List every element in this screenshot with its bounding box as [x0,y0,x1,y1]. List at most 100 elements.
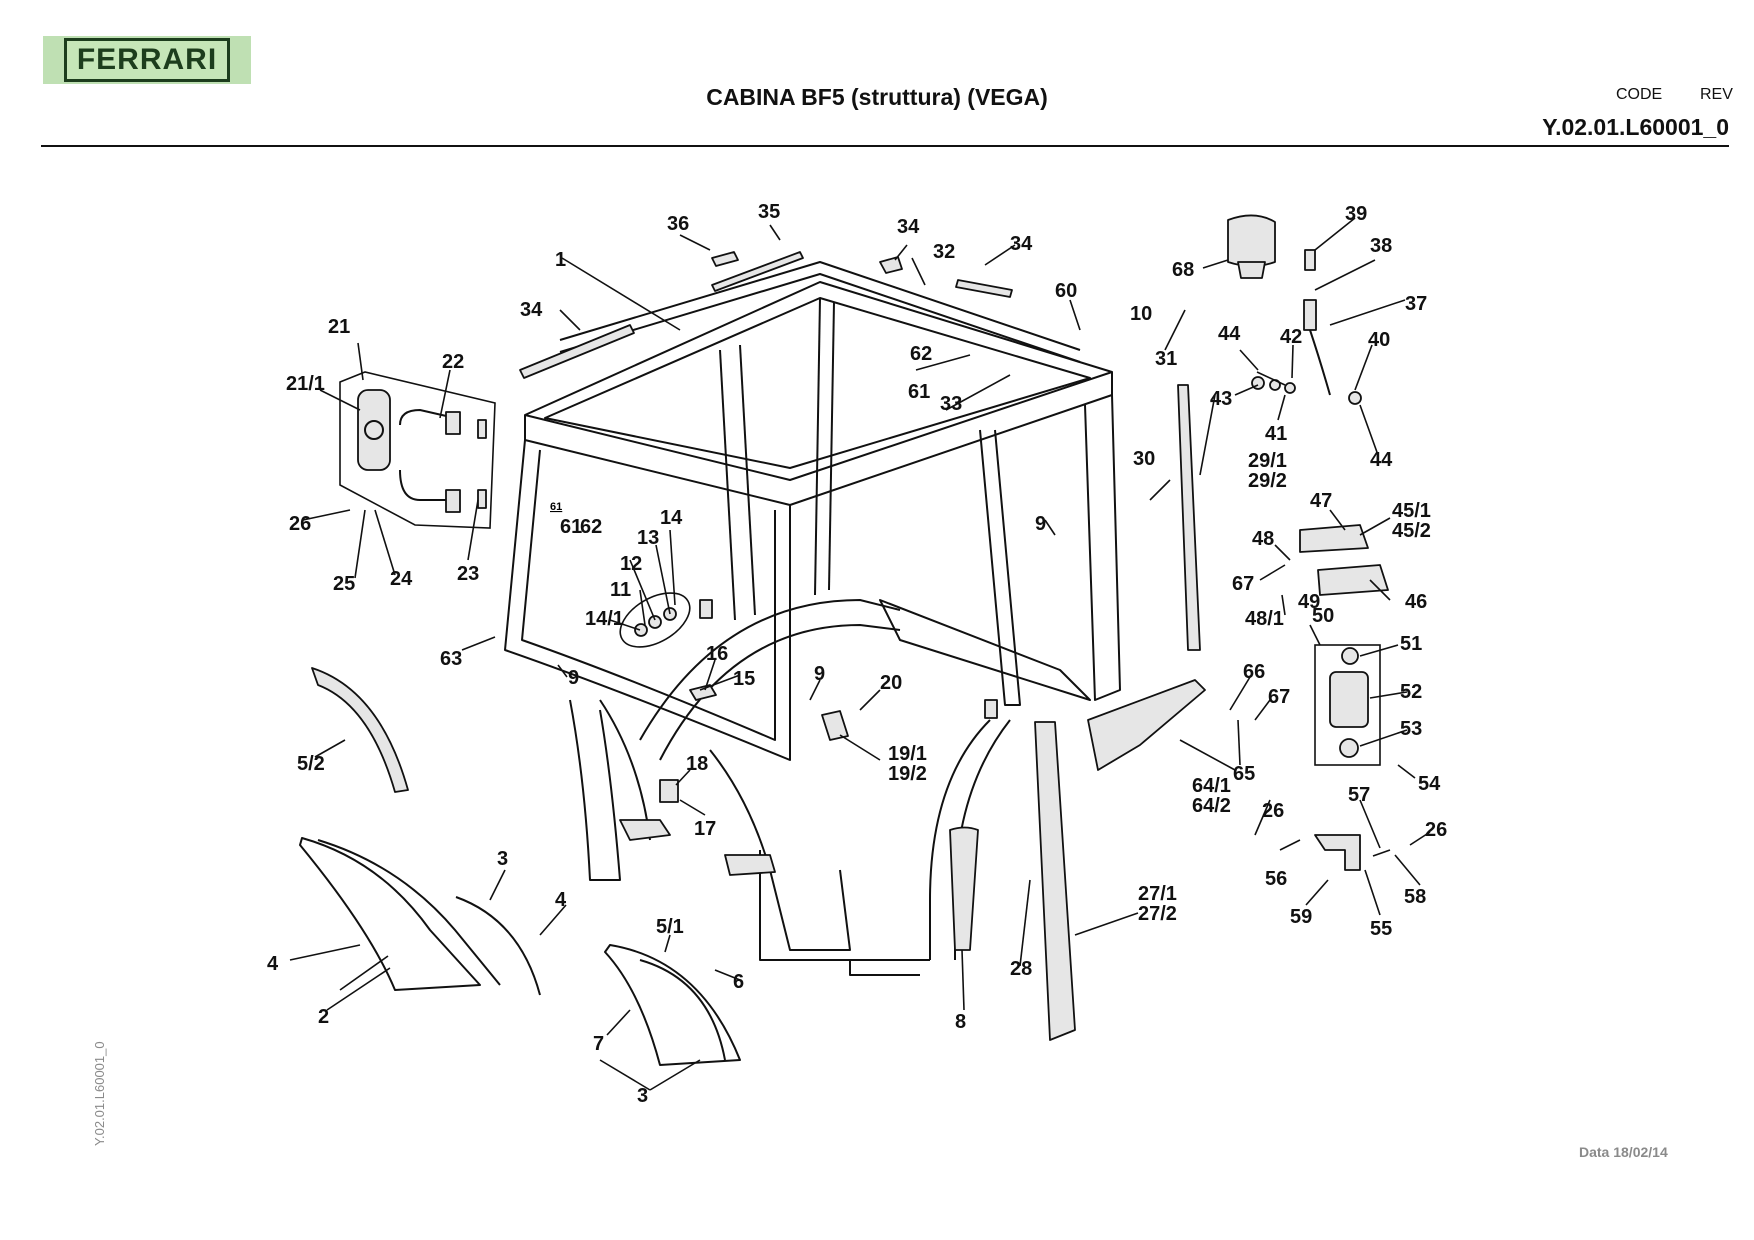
callout-label: 19/1 [888,743,927,765]
ferrari-logo: FERRARI [43,36,251,84]
callout-label: 1 [555,249,566,271]
callout-label: 63 [440,648,462,670]
callout-label: 44 [1370,449,1393,471]
callout-label: 35 [758,201,780,223]
callout-label: 26 [289,513,311,535]
callout-label: 47 [1310,490,1332,512]
callout-label: 37 [1405,293,1427,315]
callout-label: 5/1 [656,916,684,938]
callout-label: 34 [897,216,920,238]
callout-label: 38 [1370,235,1392,257]
callout-label: 24 [390,568,413,590]
page-title: CABINA BF5 (struttura) (VEGA) [706,84,1048,110]
callout-label: 5/2 [297,753,325,775]
logo-text: FERRARI [63,38,231,82]
callout-label: 4 [555,889,567,911]
callout-label: 51 [1400,633,1422,655]
callout-label: 55 [1370,918,1392,940]
callout-label: 41 [1265,423,1287,445]
callout-label: 33 [940,393,962,415]
callout-label: 50 [1312,605,1334,627]
callout-label: 14 [660,507,683,529]
callout-label: 49 [1298,591,1320,613]
callout-label: 62 [910,343,932,365]
callout-label: 64/1 [1192,775,1231,797]
callout-label: 62 [580,516,602,538]
callout-label: 16 [706,643,728,665]
callout-label: 56 [1265,868,1287,890]
callout-labels: 1 2 3 3 4 4 5/1 5/2 6 7 8 9 9 9 10 11 12… [267,201,1447,1107]
callout-label: 4 [267,953,279,975]
callout-label: 59 [1290,906,1312,928]
header-rule [41,145,1729,147]
callout-label: 25 [333,573,355,595]
callout-label: 22 [442,351,464,373]
callout-label: 26 [1262,800,1284,822]
callout-label: 32 [933,241,955,263]
callout-label: 7 [593,1033,604,1055]
callout-label: 2 [318,1006,329,1028]
callout-label: 20 [880,672,902,694]
callout-label: 57 [1348,784,1370,806]
callout-label: 48/1 [1245,608,1284,630]
callout-label: 34 [520,299,543,321]
callout-label: 45/2 [1392,520,1431,542]
callout-label: 6 [733,971,744,993]
fenders [299,667,741,1066]
roof-seals [519,251,1013,379]
callout-label: 39 [1345,203,1367,225]
inset-label: 61 [550,501,562,513]
callout-label: 45/1 [1392,500,1431,522]
callout-label: 26 [1425,819,1447,841]
callout-label: 28 [1010,958,1032,980]
callout-label: 12 [620,553,642,575]
callout-label: 3 [497,848,508,870]
callout-label: 54 [1418,773,1441,795]
callout-label: 31 [1155,348,1177,370]
callout-label: 48 [1252,528,1274,550]
callout-label: 43 [1210,388,1232,410]
callout-label: 3 [637,1085,648,1107]
callout-label: 68 [1172,259,1194,281]
callout-label: 30 [1133,448,1155,470]
document-code: Y.02.01.L60001_0 [1542,114,1729,140]
callout-label: 61 [560,516,582,538]
mirror-assembly [339,371,496,529]
callout-label: 61 [908,381,930,403]
callout-label: 13 [637,527,659,549]
leader-lines [289,217,1431,1091]
callout-label: 14/1 [585,608,624,630]
rev-label: REV [1700,86,1733,103]
callout-label: 42 [1280,326,1302,348]
callout-label: 40 [1368,329,1390,351]
callout-label: 9 [814,663,825,685]
callout-label: 52 [1400,681,1422,703]
callout-label: 66 [1243,661,1265,683]
callout-label: 9 [1035,513,1046,535]
callout-label: 36 [667,213,689,235]
callout-label: 53 [1400,718,1422,740]
callout-label: 19/2 [888,763,927,785]
callout-label: 29/2 [1248,470,1287,492]
callout-label: 21/1 [286,373,325,395]
side-document-code: Y.02.01.L60001_0 [92,1041,107,1146]
callout-label: 58 [1404,886,1426,908]
callout-label: 23 [457,563,479,585]
callout-label: 67 [1268,686,1290,708]
callout-label: 67 [1232,573,1254,595]
misc-parts [619,214,1389,1041]
callout-label: 46 [1405,591,1427,613]
callout-label: 10 [1130,303,1152,325]
callout-label: 15 [733,668,755,690]
callout-label: 21 [328,316,350,338]
callout-label: 27/2 [1138,903,1177,925]
code-label: CODE [1616,86,1663,103]
callout-label: 64/2 [1192,795,1231,817]
callout-label: 8 [955,1011,966,1033]
callout-label: 65 [1233,763,1255,785]
callout-label: 27/1 [1138,883,1177,905]
callout-label: 18 [686,753,708,775]
document-date: Data 18/02/14 [1579,1144,1668,1160]
callout-label: 60 [1055,280,1077,302]
